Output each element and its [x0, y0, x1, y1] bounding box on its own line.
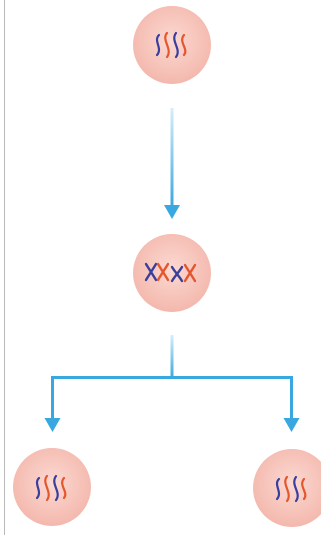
- chromosome-group: [275, 475, 307, 503]
- chromosome-maternal: [181, 33, 187, 57]
- chromosome-maternal: [301, 477, 307, 501]
- replicated-chromosome-paternal: [144, 262, 158, 282]
- chromosome-maternal: [284, 475, 290, 503]
- chromosome-maternal: [61, 476, 67, 500]
- arrow-parent-to-replicated: [164, 108, 180, 219]
- chromosome-paternal: [173, 31, 179, 59]
- daughter-cell-left: [13, 448, 91, 526]
- chromosome-paternal: [53, 474, 59, 502]
- replicated-chromosome-group: [144, 262, 197, 283]
- chromosome-paternal: [155, 33, 161, 57]
- chromosome-group: [35, 474, 67, 502]
- chromosome-paternal: [35, 476, 41, 500]
- chromosome-paternal: [275, 477, 281, 501]
- replicated-chromosome-maternal: [156, 262, 170, 282]
- chromosome-maternal: [164, 31, 170, 59]
- chromosome-paternal: [293, 475, 299, 503]
- arrow-replicated-to-daughters: [44, 335, 300, 432]
- daughter-cell-right: [253, 449, 321, 527]
- replicated-chromosome-maternal: [183, 263, 197, 283]
- parent-cell: [133, 6, 211, 84]
- replicated-chromosome-paternal: [170, 265, 184, 283]
- chromosome-maternal: [44, 474, 50, 502]
- replicated-cell: [133, 234, 211, 312]
- chromosome-group: [155, 31, 187, 59]
